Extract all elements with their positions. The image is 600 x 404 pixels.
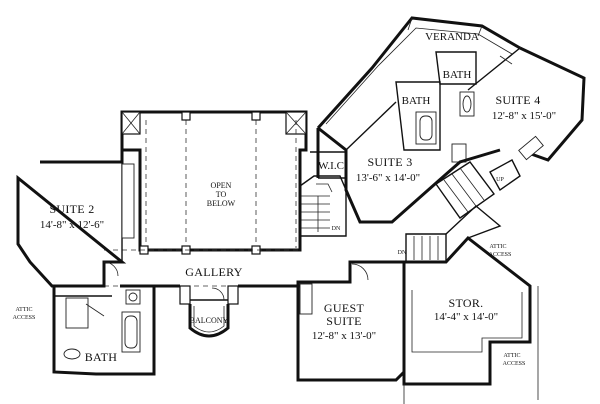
rear-stair-up-label: UP bbox=[496, 177, 504, 183]
guest-suite-dims: 12'-8" x 13'-0" bbox=[312, 330, 376, 342]
guest-suite-label-line1: GUEST bbox=[324, 301, 365, 315]
wic-label: W.I.C bbox=[318, 160, 344, 172]
suite4-label: SUITE 4 bbox=[495, 93, 540, 107]
attic-access-left-line1: ATTIC bbox=[16, 307, 33, 313]
attic-access-right-line2: ACCESS bbox=[503, 361, 526, 367]
suite4-dims: 12'-8" x 15'-0" bbox=[492, 110, 556, 122]
veranda-area bbox=[316, 16, 521, 130]
suite3-dims: 13'-6" x 14'-0" bbox=[356, 172, 420, 184]
open-to-below-line1: OPEN bbox=[211, 181, 232, 190]
attic-access-mid-line2: ACCESS bbox=[489, 252, 512, 258]
suite2-dims: 14'-8" x 12'-6" bbox=[40, 219, 104, 231]
suite3-bath bbox=[395, 81, 467, 163]
veranda-label: VERANDA bbox=[425, 31, 479, 43]
suite2-room bbox=[16, 150, 135, 288]
gallery-area bbox=[104, 249, 300, 305]
open-to-below-area bbox=[120, 110, 308, 255]
suite3-room bbox=[317, 101, 501, 224]
suite4-bath bbox=[435, 51, 477, 117]
storage-dims: 14'-4" x 14'-0" bbox=[434, 311, 498, 323]
attic-access-mid-line1: ATTIC bbox=[490, 244, 507, 250]
storage-room bbox=[402, 235, 539, 404]
balcony-area bbox=[188, 287, 230, 338]
open-to-below-line3: BELOW bbox=[207, 199, 236, 208]
storage-label: STOR. bbox=[449, 296, 484, 310]
suite2-bath bbox=[52, 286, 156, 376]
open-to-below-line2: TO bbox=[216, 190, 227, 199]
rear-stair bbox=[405, 159, 521, 263]
suite3-bath-label: BATH bbox=[402, 95, 431, 107]
attic-access-left-line2: ACCESS bbox=[13, 315, 36, 321]
suite4-bath-label: BATH bbox=[443, 69, 472, 81]
stair-dn-label: DN bbox=[332, 226, 341, 232]
attic-access-right-line1: ATTIC bbox=[504, 353, 521, 359]
suite2-bath-label: BATH bbox=[85, 350, 118, 364]
gallery-label: GALLERY bbox=[185, 265, 242, 279]
rear-stair-dn-label: DN bbox=[398, 250, 407, 256]
suite2-label: SUITE 2 bbox=[49, 202, 94, 216]
suite3-label: SUITE 3 bbox=[367, 155, 412, 169]
guest-suite-label-line2: SUITE bbox=[326, 314, 362, 328]
balcony-label: BALCONY bbox=[190, 316, 229, 325]
